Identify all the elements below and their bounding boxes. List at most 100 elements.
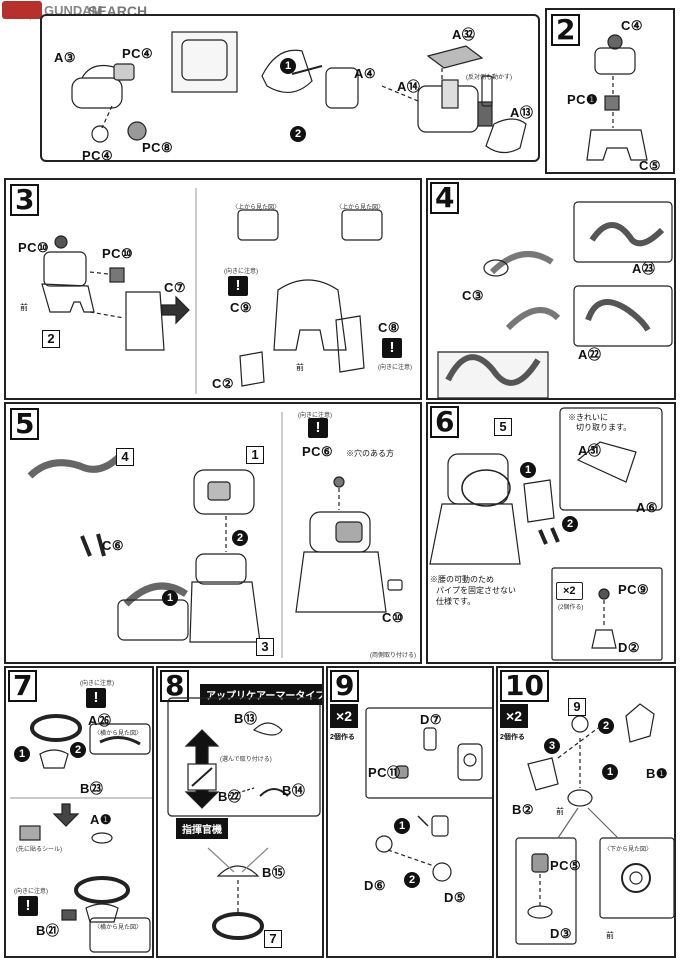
reference-step-box: 7: [264, 930, 282, 948]
part-label: A⑭: [397, 79, 421, 94]
view-label: 〈横から見た図〉: [94, 731, 143, 737]
sequence-3-marker: 3: [544, 738, 560, 754]
caution-icon: !: [18, 896, 38, 916]
note-text: (反対側も動かす): [466, 75, 512, 81]
caution-icon: !: [382, 338, 402, 358]
step4-illustration: [437, 201, 673, 398]
sequence-2-marker: 2: [562, 516, 578, 532]
hole-note: ※穴のある方: [346, 449, 394, 458]
reference-step-box: 9: [568, 698, 586, 716]
sequence-1-marker: 1: [394, 818, 410, 834]
part-label: D②: [618, 640, 641, 655]
watermark-site: www.hobbyshop.com.cn: [2, 14, 67, 20]
waist-note: 仕様です。: [436, 597, 476, 606]
make-two-note: 2個作る: [500, 734, 525, 741]
sequence-1-marker: 1: [14, 746, 30, 762]
step8-illustration: [167, 697, 321, 940]
waist-note: パイプを固定させない: [436, 586, 516, 595]
part-label: A㉖: [88, 713, 112, 728]
step10-panel: 10 ×2 2個作る 9 B❶ B② PC⑤ D③ 〈下から見た図〉 前 前 1…: [496, 666, 676, 958]
sequence-1-marker: 1: [280, 58, 296, 74]
view-label: 〈横から見た図〉: [94, 925, 143, 931]
part-label: PC⑨: [618, 582, 650, 597]
step3-panel: 3 PC⑩ PC⑩ C⑦ C⑨ C② C⑧ 2 前 前 〈上から見た図〉 〈上か…: [4, 178, 422, 400]
sequence-2-marker: 2: [232, 530, 248, 546]
step1-illustration: [71, 31, 527, 154]
part-label: B❶: [646, 766, 669, 781]
part-label: C⑩: [382, 610, 405, 625]
watermark-badge: [2, 1, 42, 19]
part-label: PC④: [82, 148, 114, 162]
part-label: D③: [550, 926, 573, 941]
step5-illustration: [27, 412, 403, 658]
make-two-note: 2個作る: [330, 734, 355, 741]
part-label: A㉒: [578, 347, 602, 362]
selection-note: (選んで取り付ける): [220, 757, 272, 763]
step7-panel: 7 ! (向きに注意) A㉖ B㉓ A❶ B㉑ 〈横から見た図〉 〈横から見た図…: [4, 666, 154, 958]
sequence-1-marker: 1: [520, 462, 536, 478]
step9-panel: 9 ×2 2個作る D⑦ PC⑪ D⑥ D⑤ 1 2: [326, 666, 494, 958]
sequence-2-marker: 2: [404, 872, 420, 888]
part-label: C⑧: [378, 320, 401, 335]
part-label: D⑤: [444, 890, 467, 905]
part-label: C⑨: [230, 300, 253, 315]
part-label: B⑬: [234, 711, 258, 726]
step-number: 9: [330, 670, 360, 702]
caution-text: (向きに注意): [80, 681, 114, 687]
part-label: PC⑩: [18, 240, 50, 255]
quantity-badge: ×2: [556, 582, 583, 600]
part-label: A④: [354, 66, 377, 81]
sequence-2-marker: 2: [70, 742, 86, 758]
quantity-badge: ×2: [500, 704, 528, 728]
part-label: B②: [512, 802, 535, 817]
step2-illustration: [586, 34, 648, 161]
sequence-2-marker: 2: [290, 126, 306, 142]
part-label: A⑥: [636, 500, 659, 515]
step5-panel: 5 4 1 3 C⑥ PC⑥ C⑩ ! (向きに注意) ※穴のある方 (両側取り…: [4, 402, 422, 664]
step-number: 7: [8, 670, 38, 702]
step6-panel: 6 5 A㉛ A⑥ PC⑨ D② ※きれいに 切り取ります。 ※腰の可動のため …: [426, 402, 676, 664]
part-label: PC❶: [567, 92, 599, 107]
part-label: D⑥: [364, 878, 387, 893]
reference-step-box: 2: [42, 330, 60, 348]
reference-step-box: 1: [246, 446, 264, 464]
step-number: 8: [160, 670, 190, 702]
sequence-2-marker: 2: [598, 718, 614, 734]
make-two-note: (2個作る): [558, 605, 584, 611]
step-number: 10: [500, 670, 549, 702]
part-label: B㉓: [80, 781, 104, 796]
sequence-1-marker: 1: [162, 590, 178, 606]
caution-text: (向きに注意): [298, 413, 332, 419]
step6-illustration: [429, 407, 663, 661]
step4-panel: 4 C③ A㉓ A㉒: [426, 178, 676, 400]
front-label: 前: [556, 807, 564, 816]
step-number: 5: [10, 408, 40, 440]
part-label: C②: [212, 376, 235, 391]
front-label: 前: [296, 363, 304, 372]
caution-text: (向きに注意): [14, 889, 48, 895]
part-label: PC⑪: [368, 765, 401, 780]
step-number: 4: [430, 182, 460, 214]
view-label: 〈下から見た図〉: [604, 847, 653, 853]
part-label: D⑦: [420, 712, 443, 727]
part-label: C③: [462, 288, 485, 303]
caution-icon: !: [308, 418, 328, 438]
step9-illustration: [365, 707, 492, 882]
cut-note: ※きれいに: [568, 413, 608, 422]
front-label: 前: [606, 931, 614, 940]
caution-text: (向きに注意): [378, 365, 412, 371]
part-label: A㉜: [452, 27, 476, 42]
step7-illustration: [10, 714, 152, 953]
caution-icon: !: [86, 688, 106, 708]
both-sides-note: (両側取り付ける): [370, 653, 416, 659]
waist-note: ※腰の可動のため: [430, 575, 494, 584]
sequence-1-marker: 1: [602, 764, 618, 780]
variant-tag: 指揮官機: [176, 818, 228, 839]
step1-panel: A③ PC④ PC⑧ PC④ A㉜ A⑭ A④ A⑬ (反対側も動かす) 1 2: [40, 14, 540, 162]
part-label: C⑦: [164, 280, 187, 295]
reference-step-box: 4: [116, 448, 134, 466]
part-label: B㉒: [218, 789, 242, 804]
part-label: A㉓: [632, 261, 656, 276]
reference-step-box: 5: [494, 418, 512, 436]
part-label: B⑮: [262, 865, 286, 880]
